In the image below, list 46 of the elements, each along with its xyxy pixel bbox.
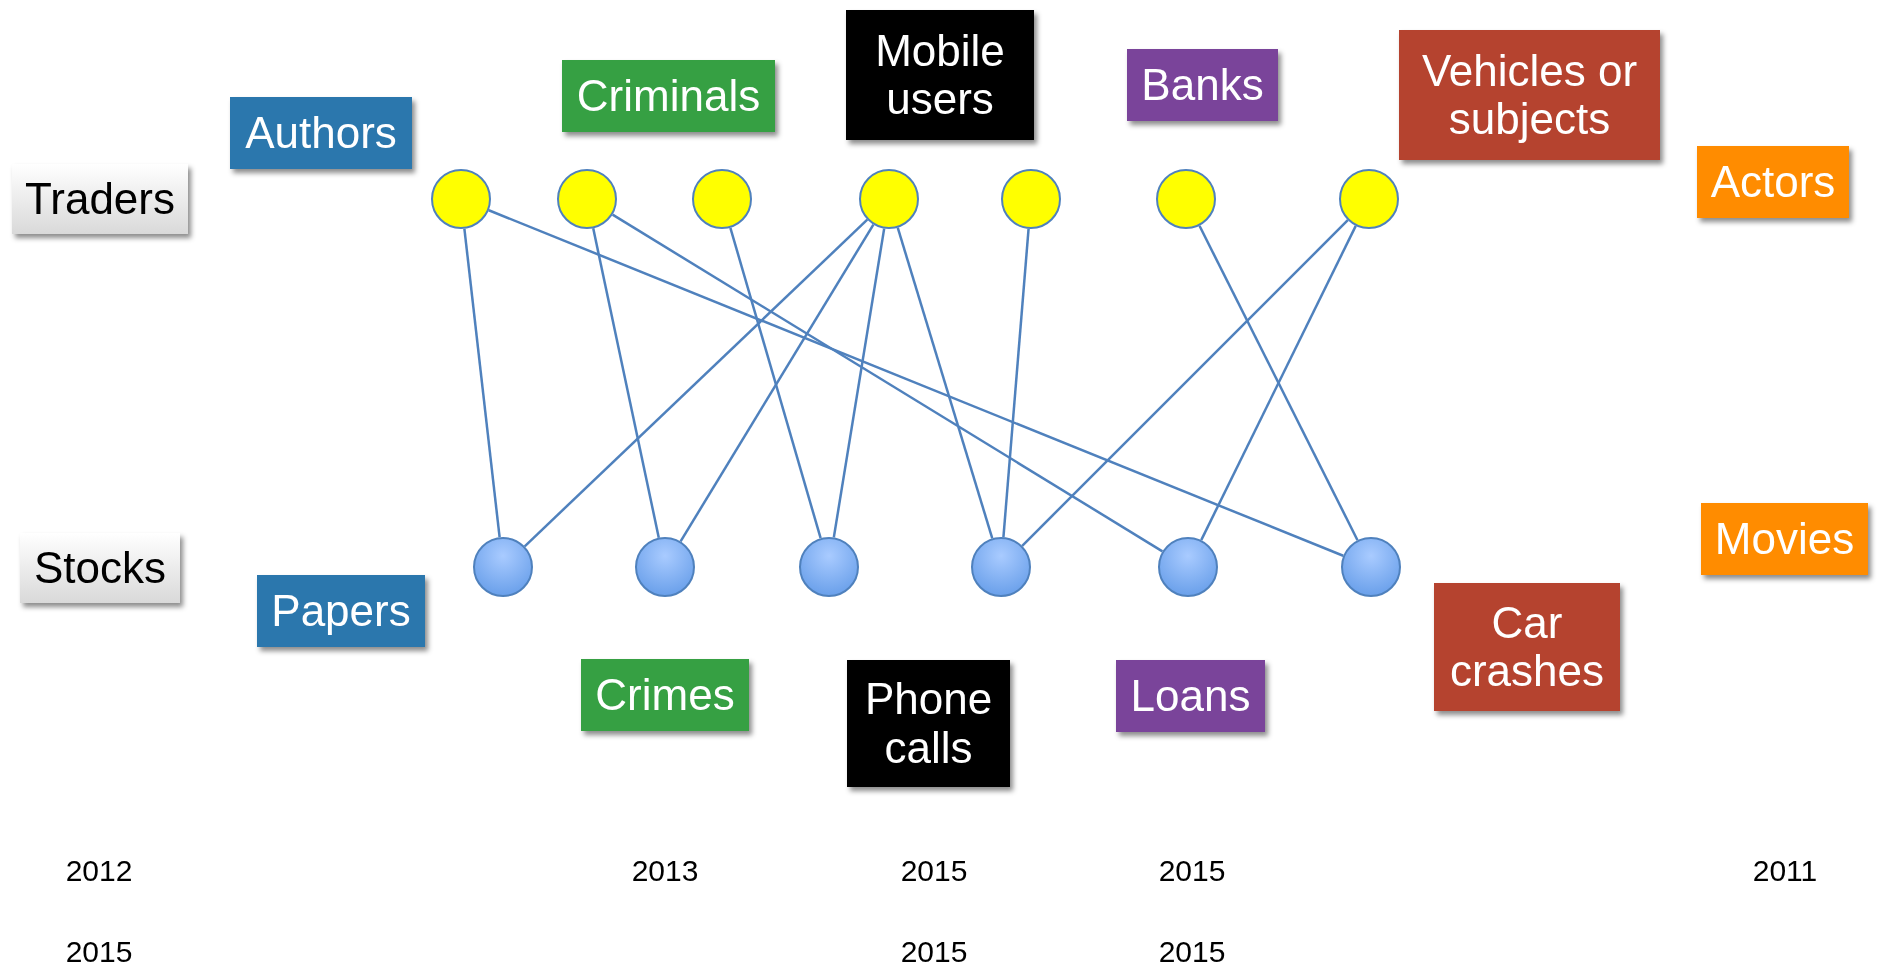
year-label: 2011 [1752,854,1818,888]
year-label: 2015 [1158,935,1226,969]
label-box: Criminals [562,60,775,132]
label-box: Movies [1701,503,1868,575]
year-label: 2015 [65,935,133,969]
label-box: Stocks [20,533,180,603]
circle-node [971,537,1031,597]
year-label: 2015 [1158,854,1226,888]
label-box: Papers [257,575,425,647]
circle-node [1156,169,1216,229]
connector-line [592,228,660,538]
connector-line [1002,228,1030,538]
connector-line [463,228,501,538]
label-box: Crimes [581,659,749,731]
connector-line [488,209,1344,557]
label-box: Banks [1127,49,1278,121]
circle-node [635,537,695,597]
circle-node [692,169,752,229]
label-box: Actors [1697,146,1849,218]
year-label: 2015 [900,854,968,888]
circle-node [1001,169,1061,229]
connector-line [523,218,869,548]
connector-line [729,227,822,539]
label-box: Mobile users [846,10,1034,140]
circle-node [1339,169,1399,229]
circle-node [473,537,533,597]
circle-node [557,169,617,229]
label-box: Loans [1116,660,1265,732]
circle-node [1341,537,1401,597]
label-box: Vehicles or subjects [1399,30,1660,160]
year-label: 2012 [65,854,133,888]
year-label: 2013 [631,854,699,888]
connector-line [1021,219,1349,547]
label-box: Car crashes [1434,583,1620,711]
label-box: Phone calls [847,660,1010,787]
circle-node [1158,537,1218,597]
year-label: 2015 [900,935,968,969]
label-box: Authors [230,97,412,169]
label-box: Traders [12,164,188,234]
circle-node [859,169,919,229]
connector-line [832,228,886,538]
circle-node [799,537,859,597]
connector-line [896,227,994,539]
connector-line [679,223,875,543]
circle-node [431,169,491,229]
connector-line [611,213,1164,553]
